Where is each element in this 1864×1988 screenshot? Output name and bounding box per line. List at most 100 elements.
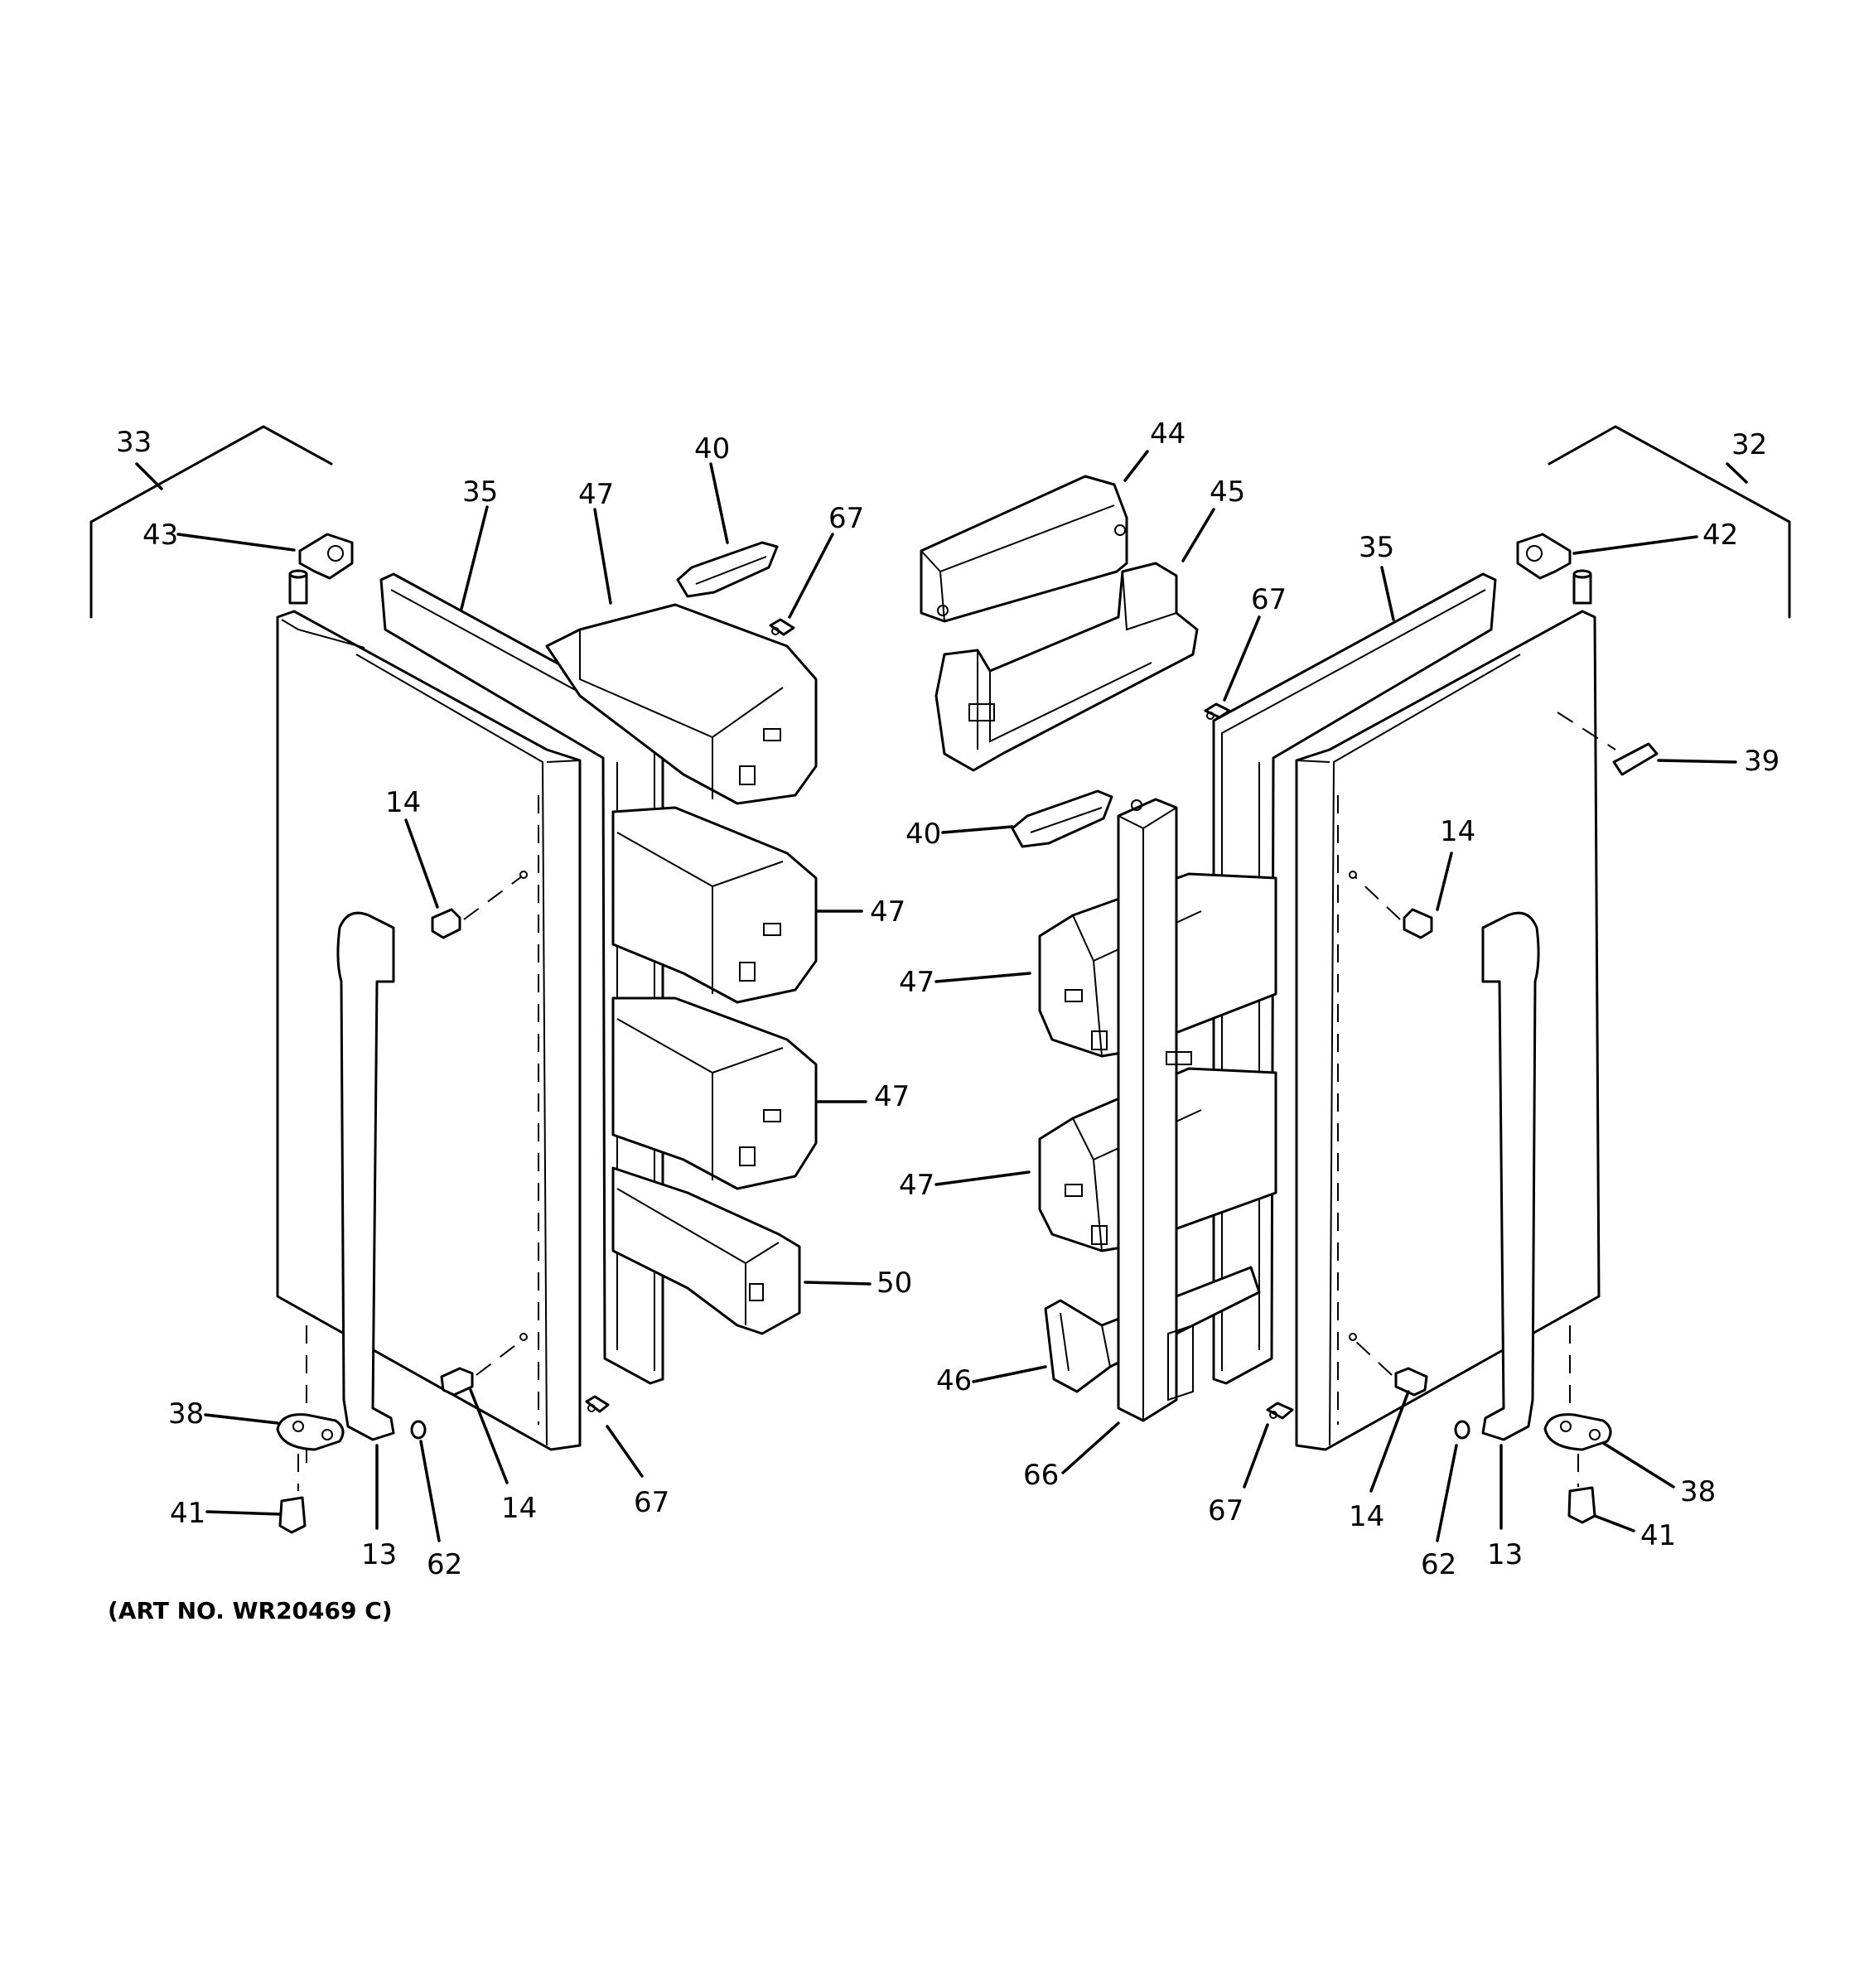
- right-dairy-bin-45: [934, 562, 1199, 772]
- leader-46: [972, 1365, 1047, 1383]
- leader-40-right: [941, 825, 1014, 834]
- callout-39: 39: [1744, 745, 1779, 778]
- leader-41-left: [205, 1510, 282, 1516]
- callout-14-right-bottom: 14: [1349, 1500, 1384, 1533]
- leader-14-right-bottom: [1369, 1390, 1410, 1493]
- left-lower-screw-14: [440, 1367, 474, 1397]
- leader-35-right: [1380, 566, 1395, 621]
- left-door-bin-47-lower: [611, 996, 818, 1190]
- leader-33: [135, 462, 163, 490]
- right-top-hinge-hole: [1526, 545, 1543, 562]
- assembly-bracket-32: [1548, 425, 1791, 619]
- callout-33: 33: [116, 426, 152, 459]
- right-door-assembly: [920, 425, 1791, 1524]
- left-door-gasket-35: [379, 572, 664, 1385]
- left-lower-screw-hole: [519, 1333, 528, 1341]
- callout-14-left-top: 14: [385, 786, 421, 819]
- callout-47-left-3: 47: [874, 1080, 910, 1113]
- right-clip-67-bottom: [1266, 1402, 1294, 1420]
- leader-43: [176, 533, 296, 552]
- art-number: (ART NO. WR20469 C): [108, 1597, 393, 1624]
- callout-50: 50: [876, 1267, 912, 1300]
- callout-38-left: 38: [168, 1397, 204, 1431]
- right-lower-screw-dash: [1354, 1339, 1393, 1376]
- callout-13-right: 13: [1487, 1538, 1523, 1571]
- callout-66: 66: [1023, 1459, 1059, 1492]
- leader-67-top: [788, 533, 834, 619]
- leader-38-left: [204, 1413, 279, 1425]
- left-upper-screw-hole: [519, 871, 528, 879]
- left-clip-67-bottom: [585, 1395, 610, 1413]
- leader-47-right-1: [934, 972, 1031, 983]
- left-door-handle-13: [336, 911, 395, 1441]
- left-upper-screw-dash: [463, 876, 523, 920]
- callout-67-right-bottom: 67: [1208, 1494, 1243, 1527]
- callout-45: 45: [1210, 475, 1245, 509]
- right-lower-screw-14: [1394, 1367, 1428, 1397]
- callout-46: 46: [936, 1364, 972, 1397]
- callout-40-top: 40: [694, 432, 730, 466]
- left-top-hinge-hole: [327, 545, 344, 562]
- right-clip-67-top: [1204, 702, 1231, 719]
- right-channel-66: [1117, 798, 1194, 1422]
- leader-50: [804, 1281, 872, 1286]
- leader-45: [1181, 508, 1215, 562]
- right-door-badge-39: [1612, 742, 1659, 776]
- leader-44: [1123, 450, 1149, 482]
- callout-47-right-2: 47: [899, 1169, 934, 1202]
- left-lower-screw-dash: [476, 1339, 523, 1376]
- leader-35-left: [460, 505, 489, 610]
- right-top-hinge-42: [1516, 533, 1572, 580]
- left-clip-67-top: [769, 618, 795, 636]
- right-bottom-hinge-hole-a: [1560, 1421, 1572, 1432]
- leader-67-left-bottom: [606, 1425, 644, 1478]
- callout-67-right-top: 67: [1251, 583, 1287, 616]
- left-clip-67-bottom-dot: [587, 1404, 596, 1412]
- callout-47-left-2: 47: [870, 895, 905, 929]
- callout-40-right: 40: [905, 818, 941, 851]
- callout-41-right: 41: [1640, 1519, 1676, 1552]
- right-bushing-41: [1567, 1486, 1596, 1524]
- leader-14-right-top: [1436, 852, 1453, 911]
- callout-35-left: 35: [462, 475, 498, 509]
- left-door-inner-edge: [355, 654, 581, 1446]
- callout-43: 43: [142, 519, 178, 552]
- callout-14-left-bottom: 14: [501, 1492, 537, 1525]
- left-upper-screw-14: [431, 908, 461, 939]
- right-upper-screw-dash: [1354, 876, 1401, 920]
- callout-47-right-1: 47: [899, 966, 934, 999]
- right-door-handle-13: [1481, 911, 1540, 1441]
- left-door-assembly: [89, 425, 818, 1534]
- right-bottom-hinge-38: [1543, 1413, 1612, 1451]
- leader-14-left-bottom: [469, 1388, 509, 1484]
- left-bottom-hinge-hole-b: [321, 1429, 333, 1440]
- right-bottom-hinge-hole-b: [1589, 1429, 1601, 1440]
- callout-44: 44: [1150, 417, 1186, 451]
- right-upper-screw-hole: [1349, 871, 1357, 879]
- left-bottom-hinge-38: [276, 1413, 345, 1451]
- callout-38-right: 38: [1680, 1475, 1716, 1508]
- callout-62-left: 62: [427, 1548, 462, 1581]
- assembly-bracket-33: [89, 425, 333, 619]
- left-door-outer-panel: [276, 610, 582, 1451]
- leader-66: [1061, 1421, 1120, 1474]
- right-upper-screw-14: [1403, 908, 1433, 939]
- callout-67-left-bottom: 67: [634, 1486, 669, 1519]
- callout-14-right-top: 14: [1440, 815, 1475, 848]
- right-clip-67-top-dot: [1206, 712, 1214, 720]
- callout-41-left: 41: [170, 1497, 205, 1530]
- callout-67-top: 67: [828, 502, 864, 535]
- leader-62-right: [1436, 1444, 1458, 1542]
- right-door-outer-panel: [1295, 610, 1601, 1451]
- left-bin-cover-40-edge: [695, 556, 767, 585]
- callout-35-right: 35: [1359, 531, 1394, 564]
- callout-32: 32: [1731, 428, 1767, 461]
- callout-labels: 33 43 35 47 40 67 14 47 47 50 38 41 13 1…: [116, 417, 1779, 1581]
- leader-14-left-top: [404, 818, 439, 909]
- leader-32: [1726, 462, 1748, 484]
- right-closer-62: [1454, 1420, 1470, 1440]
- left-top-hinge-43: [298, 533, 354, 580]
- callout-62-right: 62: [1421, 1548, 1456, 1581]
- left-door-bin-50: [611, 1166, 801, 1335]
- callout-42: 42: [1702, 519, 1738, 552]
